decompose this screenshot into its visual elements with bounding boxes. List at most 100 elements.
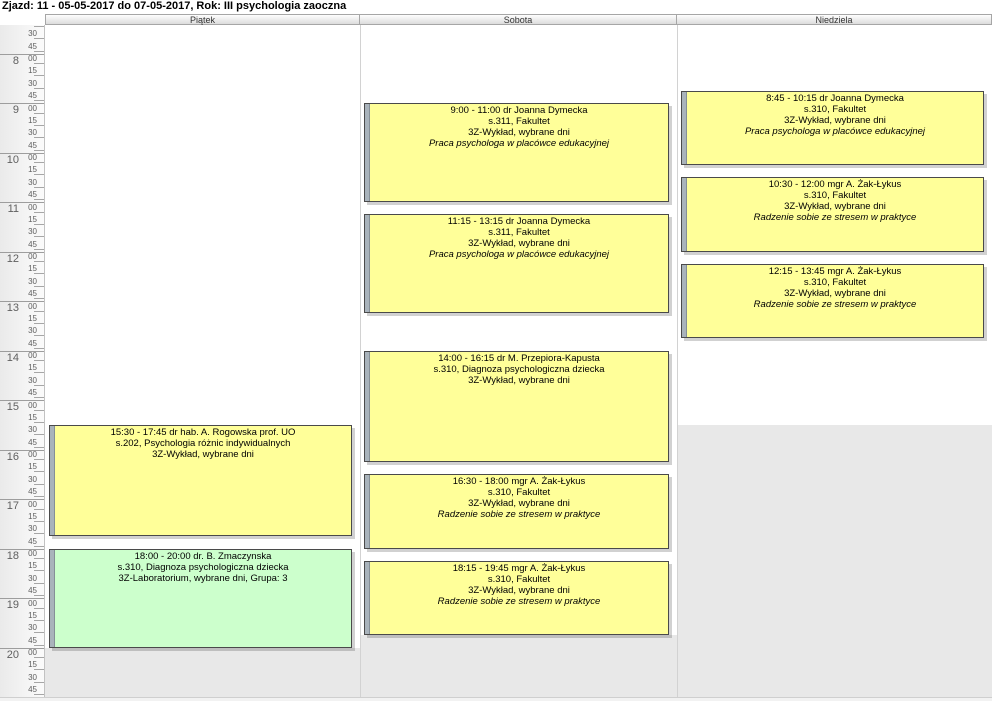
time-tick xyxy=(34,384,44,386)
time-minute-label: 45 xyxy=(28,685,37,695)
time-tick xyxy=(34,533,44,535)
hour-gridline xyxy=(0,449,44,451)
event-subject-detail: Praca psychologa w placówce edukacyjnej xyxy=(428,249,610,261)
event-type: 3Z-Wykład, wybrane dni xyxy=(468,498,570,510)
time-tick xyxy=(34,508,44,510)
hour-gridline xyxy=(0,251,44,253)
time-tick xyxy=(34,595,44,597)
time-minute-label: 45 xyxy=(28,536,37,546)
time-minute-label: 15 xyxy=(28,561,37,571)
time-tick xyxy=(34,137,44,139)
time-minute-label: 45 xyxy=(28,91,37,101)
time-tick xyxy=(34,149,44,151)
time-tick xyxy=(34,124,44,126)
time-minute-label: 45 xyxy=(28,289,37,299)
time-minute-label: 00 xyxy=(28,252,37,261)
hour-gridline xyxy=(0,548,44,550)
time-tick xyxy=(34,545,44,547)
time-minute-label: 45 xyxy=(28,41,37,51)
day-header-niedziela: Niedziela xyxy=(677,14,992,25)
time-hour-label: 12 xyxy=(6,252,19,265)
event-time-lecturer: 15:30 - 17:45 dr hab. A. Rogowska prof. … xyxy=(110,426,296,438)
event-room-subject: s.310, Fakultet xyxy=(803,190,867,202)
event-block[interactable]: 15:30 - 17:45 dr hab. A. Rogowska prof. … xyxy=(49,424,352,537)
off-hours-region xyxy=(360,635,677,697)
time-tick xyxy=(34,223,44,225)
event-type: 3Z-Wykład, wybrane dni xyxy=(784,201,886,213)
time-minute-label: 30 xyxy=(28,672,37,682)
time-minute-label: 15 xyxy=(28,363,37,373)
time-minute-label: 15 xyxy=(28,214,37,224)
time-tick xyxy=(34,236,44,238)
time-tick xyxy=(34,322,44,324)
time-tick xyxy=(34,607,44,609)
event-type: 3Z-Wykład, wybrane dni xyxy=(468,238,570,250)
time-hour-label: 14 xyxy=(6,351,19,364)
event-type: 3Z-Wykład, wybrane dni xyxy=(468,127,570,138)
event-subject-detail: Radzenie sobie ze stresem w praktyce xyxy=(753,298,917,310)
time-minute-label: 30 xyxy=(28,177,37,187)
time-minute-label: 00 xyxy=(28,202,37,212)
time-minute-label: 15 xyxy=(28,115,37,125)
time-tick xyxy=(34,558,44,559)
time-minute-label: 00 xyxy=(28,598,37,608)
hour-gridline xyxy=(0,103,44,104)
hour-gridline xyxy=(0,647,44,649)
time-tick xyxy=(34,50,44,52)
time-tick xyxy=(34,310,44,312)
time-tick xyxy=(34,112,44,114)
off-hours-region xyxy=(677,424,992,697)
time-minute-label: 45 xyxy=(28,487,37,497)
time-minute-label: 30 xyxy=(28,573,37,583)
hour-gridline xyxy=(0,499,44,500)
time-tick xyxy=(34,570,44,572)
time-minute-label: 15 xyxy=(28,462,37,472)
time-minute-label: 45 xyxy=(28,338,37,348)
time-tick xyxy=(34,273,44,275)
time-minute-label: 30 xyxy=(28,29,37,39)
event-subject-detail: Radzenie sobie ze stresem w praktyce xyxy=(753,212,917,224)
time-minute-label: 15 xyxy=(28,313,37,323)
event-type: 3Z-Wykład, wybrane dni xyxy=(468,374,570,386)
time-minute-label: 45 xyxy=(28,388,37,398)
time-tick xyxy=(34,520,44,522)
time-hour-label: 10 xyxy=(6,153,19,166)
event-time-lecturer: 9:00 - 11:00 dr Joanna Dymecka xyxy=(450,105,588,116)
time-minute-label: 30 xyxy=(28,474,37,484)
event-time-lecturer: 18:00 - 20:00 dr. B. Zmaczynska xyxy=(134,550,272,562)
time-tick xyxy=(34,248,44,250)
hour-gridline xyxy=(0,301,44,302)
time-tick xyxy=(34,496,44,498)
time-tick xyxy=(34,694,44,696)
time-tick xyxy=(34,409,44,411)
time-minute-label: 00 xyxy=(28,103,37,113)
column-divider xyxy=(360,25,361,697)
time-tick xyxy=(34,471,44,473)
event-time-lecturer: 8:45 - 10:15 dr Joanna Dymecka xyxy=(766,92,904,104)
time-tick xyxy=(34,632,44,634)
time-hour-label: 18 xyxy=(6,549,19,562)
time-tick xyxy=(34,421,44,423)
time-minute-label: 45 xyxy=(28,586,37,596)
event-time-lecturer: 18:15 - 19:45 mgr A. Żak-Łykus xyxy=(452,562,586,574)
day-header-row: Piątek Sobota Niedziela xyxy=(45,14,992,25)
time-tick xyxy=(34,459,44,460)
time-minute-label: 45 xyxy=(28,437,37,447)
time-hour-label: 16 xyxy=(6,450,19,463)
event-room-subject: s.310, Fakultet xyxy=(487,573,551,585)
time-minute-label: 15 xyxy=(28,511,37,521)
time-minute-label: 30 xyxy=(28,425,37,435)
time-minute-label: 00 xyxy=(28,54,37,63)
time-tick xyxy=(34,174,44,176)
event-room-subject: s.310, Diagnoza psychologiczna dziecka xyxy=(433,363,605,375)
